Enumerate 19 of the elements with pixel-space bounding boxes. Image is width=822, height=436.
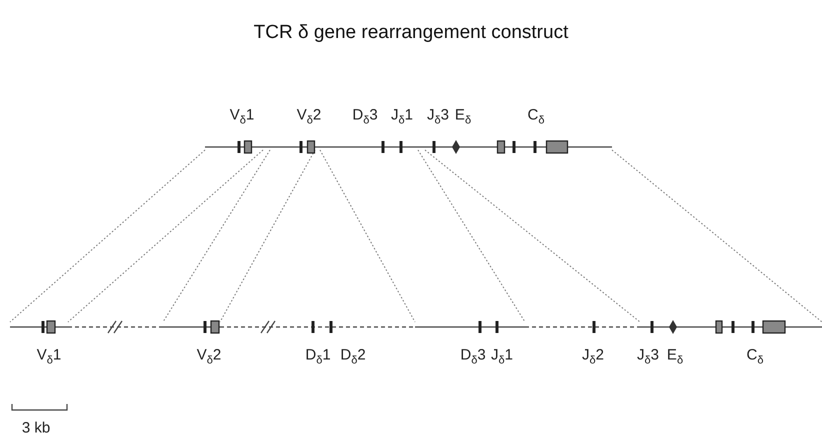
gene-segment-label: D$_{δ}$1 [305, 348, 331, 366]
gene-segment-label: E$_{δ}$ [666, 348, 684, 366]
gene-segment-label: J$_{δ}$2 [582, 348, 604, 366]
gene-segment-label: J$_{δ}$3 [427, 108, 449, 126]
scale-label: 3 kb [22, 420, 50, 436]
gene-segment-label: E$_{δ}$ [454, 108, 472, 126]
gene-segment-label: V$_{δ}$1 [36, 348, 62, 366]
gene-segment-label: V$_{δ}$2 [196, 348, 222, 366]
gene-segment-label: D$_{δ}$3 [460, 348, 486, 366]
gene-segment-label: D$_{δ}$2 [340, 348, 366, 366]
gene-segment-label: C$_{δ}$ [528, 108, 544, 126]
gene-segment-label: C$_{δ}$ [746, 348, 764, 366]
gene-segment-label: V$_{δ}$2 [296, 108, 322, 126]
gene-segment-label: J$_{δ}$3 [637, 348, 659, 366]
gene-segment-label: D$_{δ}$3 [352, 108, 378, 126]
title: TCR δ gene rearrangement construct [252, 22, 570, 44]
gene-segment-label: J$_{δ}$1 [491, 348, 513, 366]
gene-segment-label: J$_{δ}$1 [391, 108, 413, 126]
gene-segment-label: V$_{δ}$1 [230, 108, 254, 126]
